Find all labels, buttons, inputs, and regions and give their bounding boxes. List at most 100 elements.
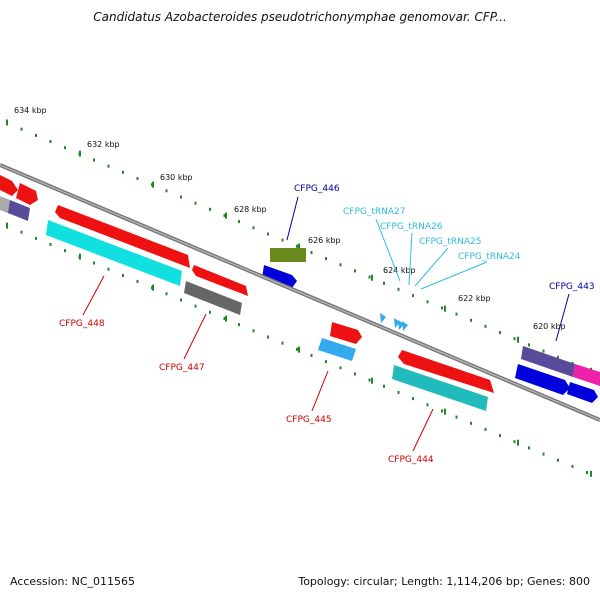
gene-label-CFPG_tRNA26[interactable]: CFPG_tRNA26 (380, 222, 443, 232)
ruler-dot (557, 355, 559, 359)
ruler-dot (136, 280, 139, 283)
ruler-dot (310, 354, 313, 357)
ruler-major-tick (517, 439, 519, 446)
gene-label-CFPG_443[interactable]: CFPG_443 (549, 282, 595, 292)
gene-label-CFPG_tRNA25[interactable]: CFPG_tRNA25 (419, 237, 482, 247)
trna-marker[interactable] (394, 318, 400, 328)
ruler-dot (339, 263, 342, 267)
gene-block-CFPG_446[interactable] (270, 248, 306, 262)
ruler-dot (368, 378, 371, 382)
ruler-dot (325, 257, 327, 261)
ruler-dot (64, 249, 66, 253)
gene-block-CFPG_448[interactable] (55, 205, 190, 268)
ruler-major-tick (6, 119, 8, 126)
gene-block-CFPG_443[interactable] (521, 346, 575, 377)
gene-block-CFPG_443c[interactable] (515, 364, 570, 395)
gene-block[interactable] (0, 175, 18, 196)
ruler-major-tick (371, 377, 373, 384)
ruler-dot (513, 440, 516, 444)
ruler-dot (194, 201, 197, 205)
gene-block[interactable] (0, 196, 10, 214)
ruler-major-tick (371, 274, 373, 281)
ruler-dot (586, 471, 588, 474)
gene-block-CFPG_446b[interactable] (262, 265, 297, 288)
trna-marker[interactable] (402, 321, 408, 331)
gene-label-CFPG_448[interactable]: CFPG_448 (59, 319, 105, 329)
ruler-label: 630 kbp (160, 173, 193, 182)
gene-label-CFPG_446[interactable]: CFPG_446 (294, 184, 340, 194)
gene-label-CFPG_444[interactable]: CFPG_444 (388, 455, 434, 465)
ruler-dot (528, 446, 530, 450)
ruler-dot (281, 341, 284, 345)
gene-block[interactable] (8, 200, 30, 221)
ruler-labels: 634 kbp 632 kbp 630 kbp 628 kbp 626 kbp … (14, 106, 566, 331)
gene-block-CFPG_445b[interactable] (318, 338, 356, 361)
ruler-major-tick (225, 315, 227, 322)
ruler-dot (20, 230, 23, 234)
ruler-dot (296, 347, 298, 351)
ruler-dot (557, 458, 559, 462)
gene-block-CFPG_443d[interactable] (567, 382, 598, 403)
ruler-dot (426, 403, 429, 407)
gene-block[interactable] (16, 183, 38, 205)
ruler-dot (35, 236, 37, 240)
ruler-dot (180, 195, 182, 199)
ruler-dot (223, 214, 226, 217)
ruler-dot (542, 452, 545, 456)
ruler-dot (267, 335, 269, 339)
gene-features[interactable] (0, 175, 600, 411)
ruler-dot (238, 323, 240, 327)
gene-block-CFPG_447[interactable] (184, 281, 242, 315)
ruler-dot (238, 220, 240, 224)
accession-text: Accession: NC_011565 (10, 575, 136, 588)
ruler-dot (180, 298, 182, 302)
ruler-major-tick (152, 181, 154, 188)
ruler-dot (499, 434, 501, 438)
gene-block-CFPG_444b[interactable] (392, 365, 488, 411)
gene-block-CFPG_445[interactable] (330, 322, 362, 344)
trna-marker[interactable] (380, 313, 386, 323)
gene-label-CFPG_445[interactable]: CFPG_445 (286, 415, 332, 425)
ruler-major-tick (444, 305, 446, 312)
ruler-dot (107, 164, 110, 168)
gene-block-CFPG_444[interactable] (398, 350, 494, 393)
ruler-dots (6, 119, 592, 477)
ruler-dot (49, 140, 52, 143)
ruler-dot (455, 312, 458, 316)
ruler-dot (397, 390, 400, 394)
gene-label-CFPG_tRNA24[interactable]: CFPG_tRNA24 (458, 252, 521, 262)
ruler-dot (484, 427, 487, 431)
ruler-dot (542, 349, 545, 353)
gene-label-CFPG_tRNA27[interactable]: CFPG_tRNA27 (343, 207, 406, 217)
ruler-major-tick (298, 243, 300, 250)
gene-label-CFPG_447[interactable]: CFPG_447 (159, 363, 205, 373)
ruler-dot (122, 273, 124, 277)
trna-marker[interactable] (398, 320, 404, 330)
ruler-dot (136, 177, 139, 180)
ruler-dot (64, 146, 66, 150)
ruler-dot (455, 415, 458, 419)
ruler-dot (194, 304, 197, 308)
ruler-dot (252, 329, 255, 333)
gene-block-CFPG_448c[interactable] (46, 220, 182, 286)
ruler-dot (165, 189, 168, 193)
ruler-dot (383, 384, 385, 388)
ruler-dot (165, 292, 168, 296)
map-title: Candidatus Azobacteroides pseudotrichony… (93, 10, 507, 24)
ruler-label: 632 kbp (87, 140, 120, 149)
ruler-dot (209, 207, 211, 211)
gene-block-CFPG_443b[interactable] (573, 364, 600, 386)
ruler-label: 628 kbp (234, 205, 267, 214)
ruler-major-tick (152, 284, 154, 291)
ruler-major-tick (225, 212, 227, 219)
gene-block-CFPG_448b[interactable] (192, 265, 248, 296)
ruler-major-tick (79, 253, 81, 260)
ruler-dot (122, 170, 124, 174)
gene-labels: CFPG_448 CFPG_447 CFPG_446 CFPG_445 CFPG… (59, 184, 595, 465)
ruler-dot (107, 267, 110, 271)
ruler-major-tick (79, 150, 81, 157)
ruler-dot (49, 243, 52, 246)
ruler-dot (20, 127, 23, 131)
ruler-dot (209, 310, 211, 314)
